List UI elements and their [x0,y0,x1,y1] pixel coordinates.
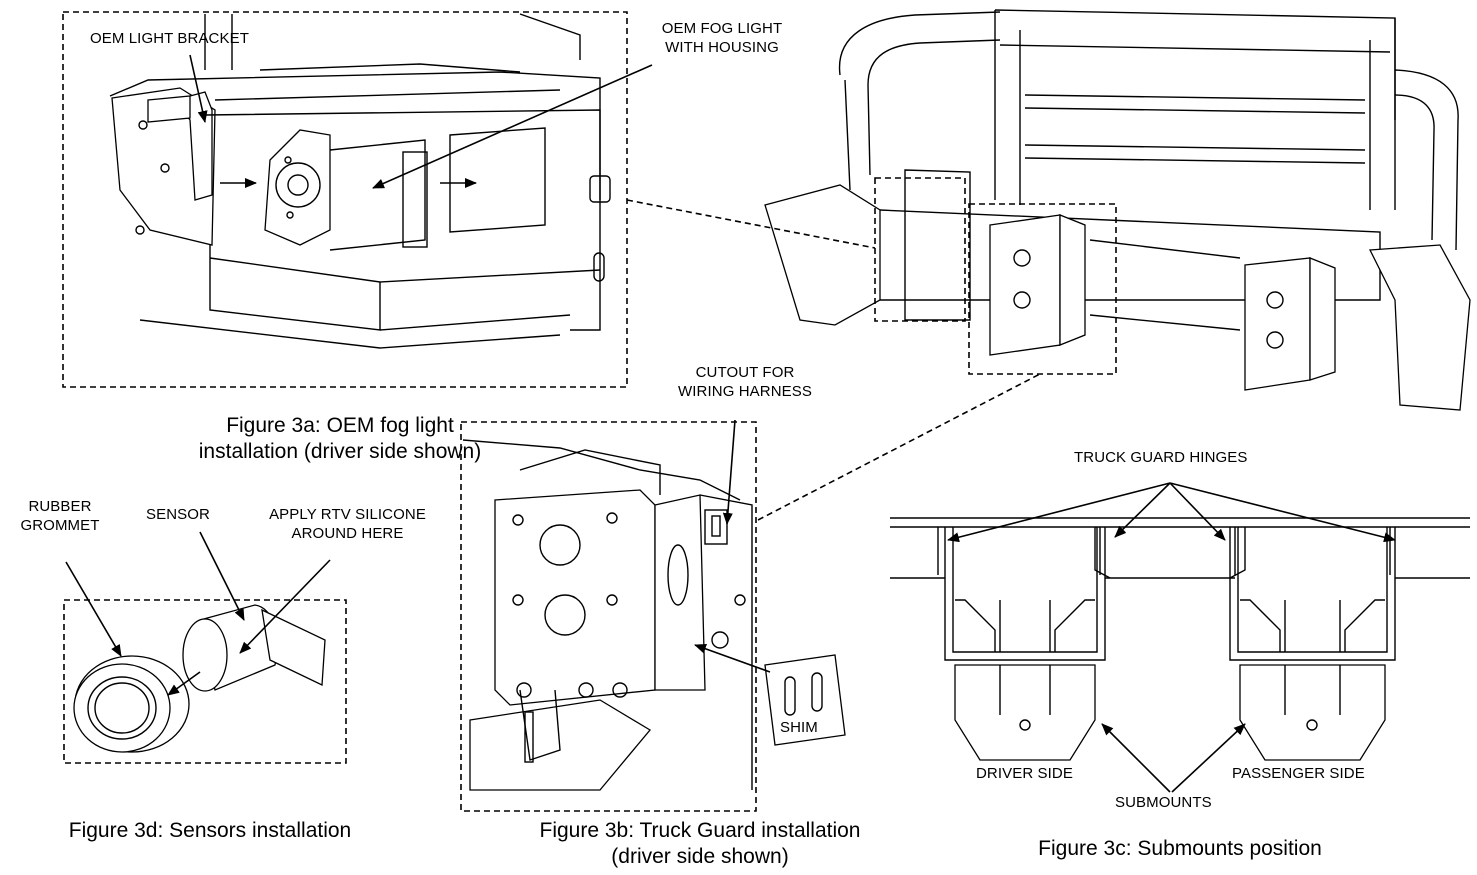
label-rubber-grommet-line1: RUBBER [28,498,92,515]
figure-3c-drawing [890,482,1470,793]
caption-figure-3d: Figure 3d: Sensors installation [68,819,352,842]
figure-3d-drawing [63,531,347,764]
label-cutout-wiring-harness: CUTOUT FOR WIRING HARNESS [670,363,820,401]
label-apply-rtv: APPLY RTV SILICONE AROUND HERE [255,505,440,543]
caption-figure-3a-line1: Figure 3a: OEM fog light [226,414,454,437]
label-oem-light-bracket: OEM LIGHT BRACKET [90,30,249,47]
label-rubber-grommet: RUBBER GROMMET [13,497,107,535]
label-sensor: SENSOR [146,506,210,523]
callout-box-fog-light [874,177,966,322]
callout-box-truck-guard [968,203,1117,375]
figure-3b-frame [460,421,757,812]
label-shim: SHIM [780,719,818,736]
caption-figure-3b-line1: Figure 3b: Truck Guard installation [539,819,861,842]
truck-guard-overview-drawing [626,9,1471,521]
label-oem-fog-light-line2: WITH HOUSING [665,39,779,56]
label-oem-fog-light-line1: OEM FOG LIGHT [661,20,783,37]
label-oem-fog-light: OEM FOG LIGHT WITH HOUSING [647,19,797,57]
caption-figure-3b-line2: (driver side shown) [611,845,789,868]
label-passenger-side: PASSENGER SIDE [1232,765,1365,782]
caption-figure-3a: Figure 3a: OEM fog light installation (d… [180,413,500,465]
label-submounts: SUBMOUNTS [1115,794,1212,811]
figure-3d-frame [63,599,347,764]
label-apply-rtv-line1: APPLY RTV SILICONE [269,506,426,523]
shim-part [764,654,846,746]
label-apply-rtv-line2: AROUND HERE [291,525,404,542]
caption-figure-3b: Figure 3b: Truck Guard installation (dri… [500,818,900,870]
label-driver-side: DRIVER SIDE [976,765,1073,782]
caption-figure-3a-line2: installation (driver side shown) [198,440,482,463]
figure-3a-drawing [62,11,653,388]
figure-3b-drawing [460,419,846,812]
label-rubber-grommet-line2: GROMMET [20,517,100,534]
label-cutout-line1: CUTOUT FOR [695,364,795,381]
label-cutout-line2: WIRING HARNESS [678,383,812,400]
label-truck-guard-hinges: TRUCK GUARD HINGES [1074,449,1248,466]
caption-figure-3c: Figure 3c: Submounts position [1038,837,1322,860]
figure-3a-frame [62,11,628,388]
